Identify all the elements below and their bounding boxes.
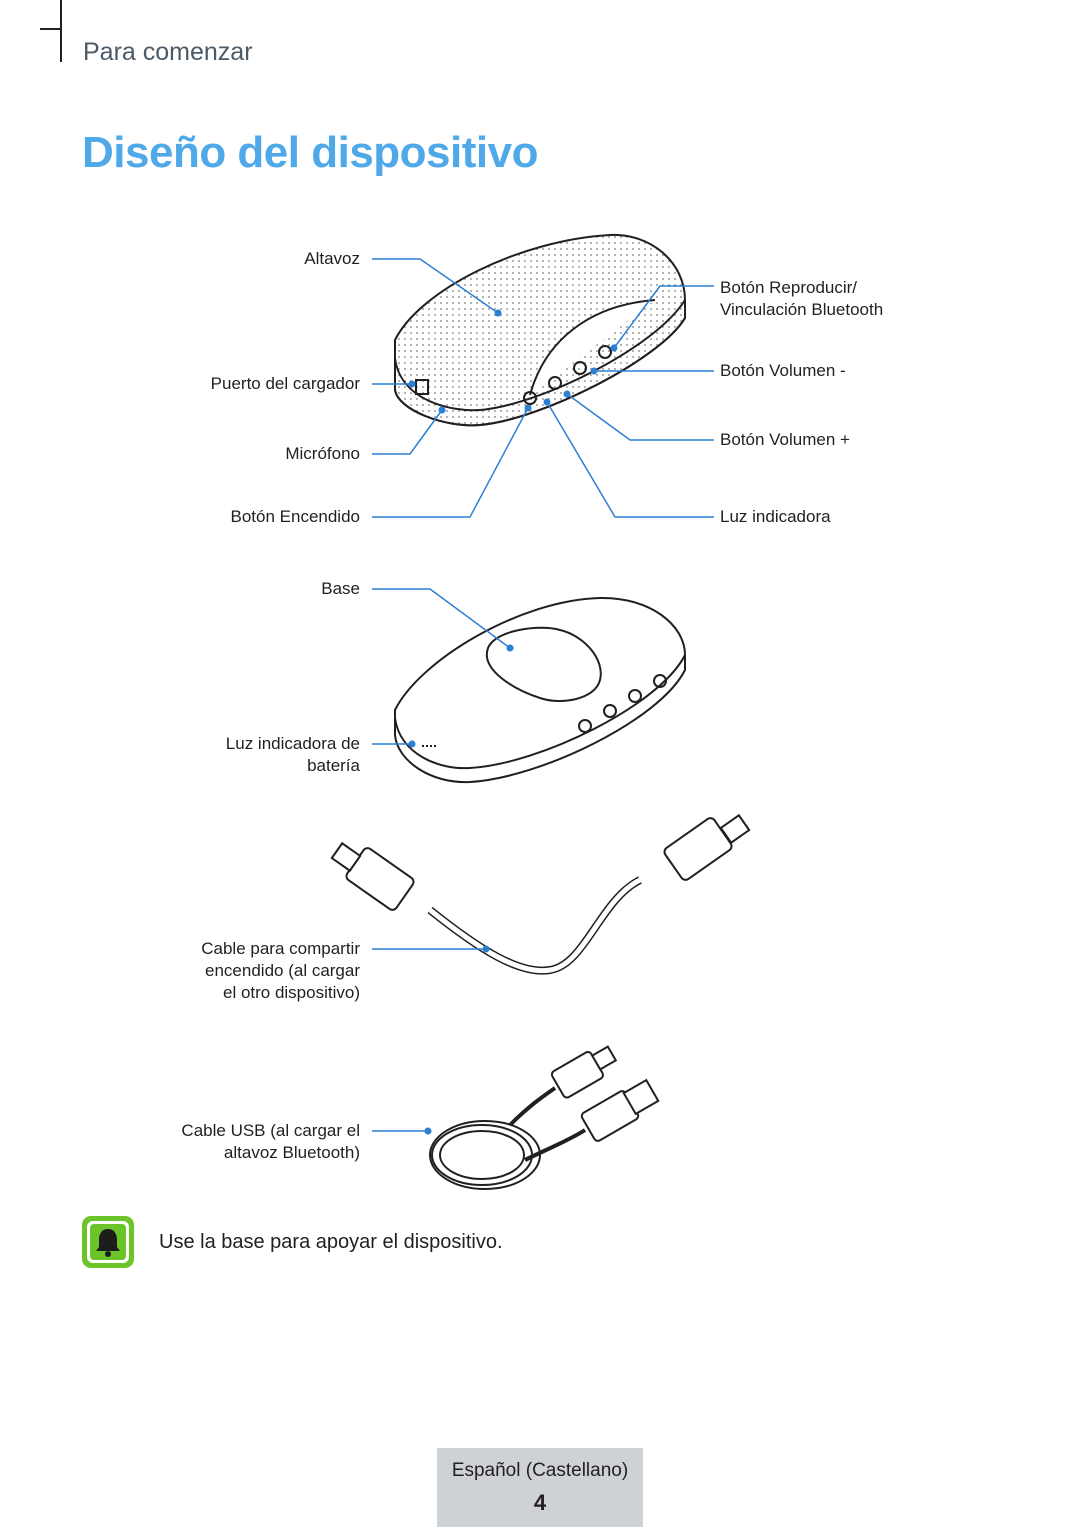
label-boton-reproducir-line2: Vinculación Bluetooth <box>720 300 884 319</box>
label-luz-bateria: Luz indicadora de batería <box>226 733 360 777</box>
speaker-top-view <box>394 233 686 427</box>
footer-language: Español (Castellano) <box>451 1460 629 1481</box>
label-cable-compartir-line3: el otro dispositivo) <box>222 983 360 1002</box>
label-base: Base <box>321 579 360 598</box>
callout-dots <box>408 309 618 1135</box>
label-boton-reproducir: Botón Reproducir/ Vinculación Bluetooth <box>720 277 883 321</box>
footer-tab: Español (Castellano) 4 <box>437 1448 643 1527</box>
label-luz-indicadora: Luz indicadora <box>720 507 831 526</box>
label-cable-usb-line1: Cable USB (al cargar el <box>181 1121 360 1140</box>
note-text: Use la base para apoyar el dispositivo. <box>159 1231 503 1253</box>
label-volumen-menos: Botón Volumen - <box>720 361 846 380</box>
label-boton-reproducir-line1: Botón Reproducir/ <box>720 278 858 297</box>
corner-rule-vertical <box>60 0 62 62</box>
label-cable-usb: Cable USB (al cargar el altavoz Bluetoot… <box>181 1120 360 1164</box>
label-luz-bateria-line2: batería <box>307 756 360 775</box>
page-number: 4 <box>533 1490 547 1515</box>
label-volumen-mas: Botón Volumen + <box>720 430 850 449</box>
label-microfono: Micrófono <box>285 444 360 463</box>
label-boton-encendido: Botón Encendido <box>230 507 361 526</box>
label-altavoz: Altavoz <box>304 249 360 268</box>
usb-cable <box>429 1045 660 1190</box>
callout-lines <box>372 258 714 1132</box>
label-cable-compartir-line1: Cable para compartir <box>201 939 360 958</box>
page-title: Diseño del dispositivo <box>82 128 538 177</box>
label-luz-bateria-line1: Luz indicadora de <box>225 734 360 753</box>
bell-icon <box>82 1216 134 1268</box>
label-cable-compartir-line2: encendido (al cargar <box>205 961 360 980</box>
label-puerto-cargador: Puerto del cargador <box>210 374 360 393</box>
label-cable-usb-line2: altavoz Bluetooth) <box>223 1143 360 1162</box>
label-cable-compartir: Cable para compartir encendido (al carga… <box>201 938 360 1004</box>
corner-rule-horizontal <box>40 28 60 30</box>
section-header: Para comenzar <box>83 38 253 66</box>
power-sharing-cable <box>330 813 751 975</box>
speaker-base-view <box>394 596 686 784</box>
